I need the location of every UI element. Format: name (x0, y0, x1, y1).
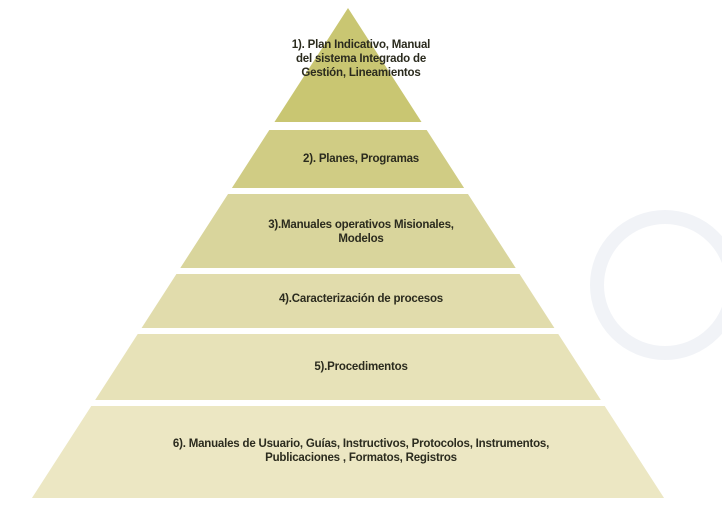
pyramid-level-6 (31, 406, 665, 498)
level-3-label: 3).Manuales operativos Misionales, Model… (268, 219, 454, 245)
pyramid-level-4 (141, 274, 555, 328)
pyramid-level-3 (180, 194, 516, 268)
level-4-label: 4).Caracterización de procesos (278, 293, 443, 305)
level-1-label: 1). Plan Indicativo, Manual del sistema … (291, 39, 431, 79)
level-2-label: 2). Planes, Programas (303, 153, 419, 165)
level-6-label: 6). Manuales de Usuario, Guías, Instruct… (172, 438, 550, 464)
level-5-label: 5).Procedimentos (314, 361, 408, 373)
pyramid-level-5 (95, 334, 601, 400)
pyramid-level-2 (231, 130, 465, 188)
pyramid-level-1 (274, 8, 422, 122)
